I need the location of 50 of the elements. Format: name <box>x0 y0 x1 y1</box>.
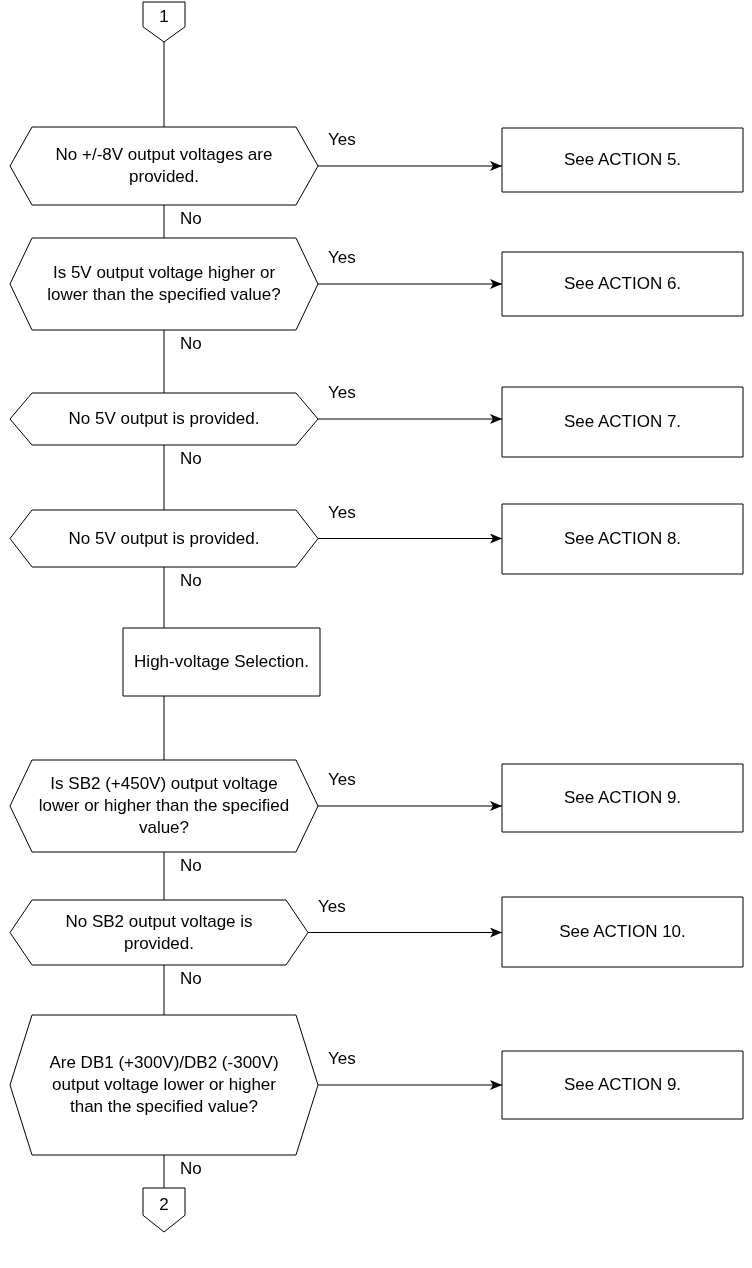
decision-hexagon <box>10 393 318 445</box>
process-box <box>502 252 743 316</box>
node-text: No 5V output is provided. <box>68 527 260 550</box>
process-box <box>502 764 743 832</box>
process-box <box>502 1051 743 1119</box>
arrow <box>317 161 503 171</box>
connector-line <box>163 204 165 239</box>
connector-line <box>163 1154 165 1189</box>
node-text: No 5V output is provided. <box>68 408 260 430</box>
node-text: Is SB2 (+450V) output voltage lower or higher than the specified value? <box>37 773 291 839</box>
arrow <box>317 279 503 289</box>
decision-hexagon <box>10 510 318 567</box>
node-text: See ACTION 5. <box>563 149 682 171</box>
decision-hexagon <box>10 1015 318 1155</box>
connector-line <box>163 695 165 761</box>
node-text: High-voltage Selection. <box>134 651 309 673</box>
node-text: No +/-8V output voltages are provided. <box>54 144 274 188</box>
arrow <box>317 533 503 544</box>
process-box <box>502 387 743 457</box>
node-text: See ACTION 8. <box>563 528 682 550</box>
arrow <box>307 927 503 938</box>
connector-line <box>163 964 165 1016</box>
node-text: See ACTION 6. <box>563 273 682 295</box>
node-text: No SB2 output voltage is provided. <box>64 910 254 955</box>
arrow <box>317 1080 503 1090</box>
connector-line <box>163 566 165 629</box>
process-box <box>502 128 743 192</box>
process-box <box>123 628 320 696</box>
node-text: 1 <box>159 6 169 28</box>
connector-pentagon <box>143 1188 185 1232</box>
node-text: See ACTION 9. <box>563 1074 682 1096</box>
decision-hexagon <box>10 238 318 330</box>
node-text: 2 <box>159 1194 169 1216</box>
decision-hexagon <box>10 760 318 852</box>
process-box <box>502 897 743 967</box>
process-box <box>502 504 743 574</box>
connector-line <box>163 329 165 394</box>
decision-hexagon <box>10 127 318 205</box>
node-text: See ACTION 7. <box>563 411 682 433</box>
node-text: Are DB1 (+300V)/DB2 (-300V) output voltage lower or higher than the specified value? <box>48 1052 280 1118</box>
arrow <box>317 414 503 424</box>
connector-line <box>163 444 165 511</box>
arrow <box>317 801 503 811</box>
node-text: See ACTION 10. <box>559 921 686 943</box>
connector-pentagon <box>143 2 185 42</box>
connector-line <box>163 41 165 128</box>
node-text: See ACTION 9. <box>563 787 682 809</box>
decision-hexagon <box>10 900 308 965</box>
node-text: Is 5V output voltage higher or lower than the specified value? <box>46 262 282 306</box>
connector-line <box>163 851 165 901</box>
